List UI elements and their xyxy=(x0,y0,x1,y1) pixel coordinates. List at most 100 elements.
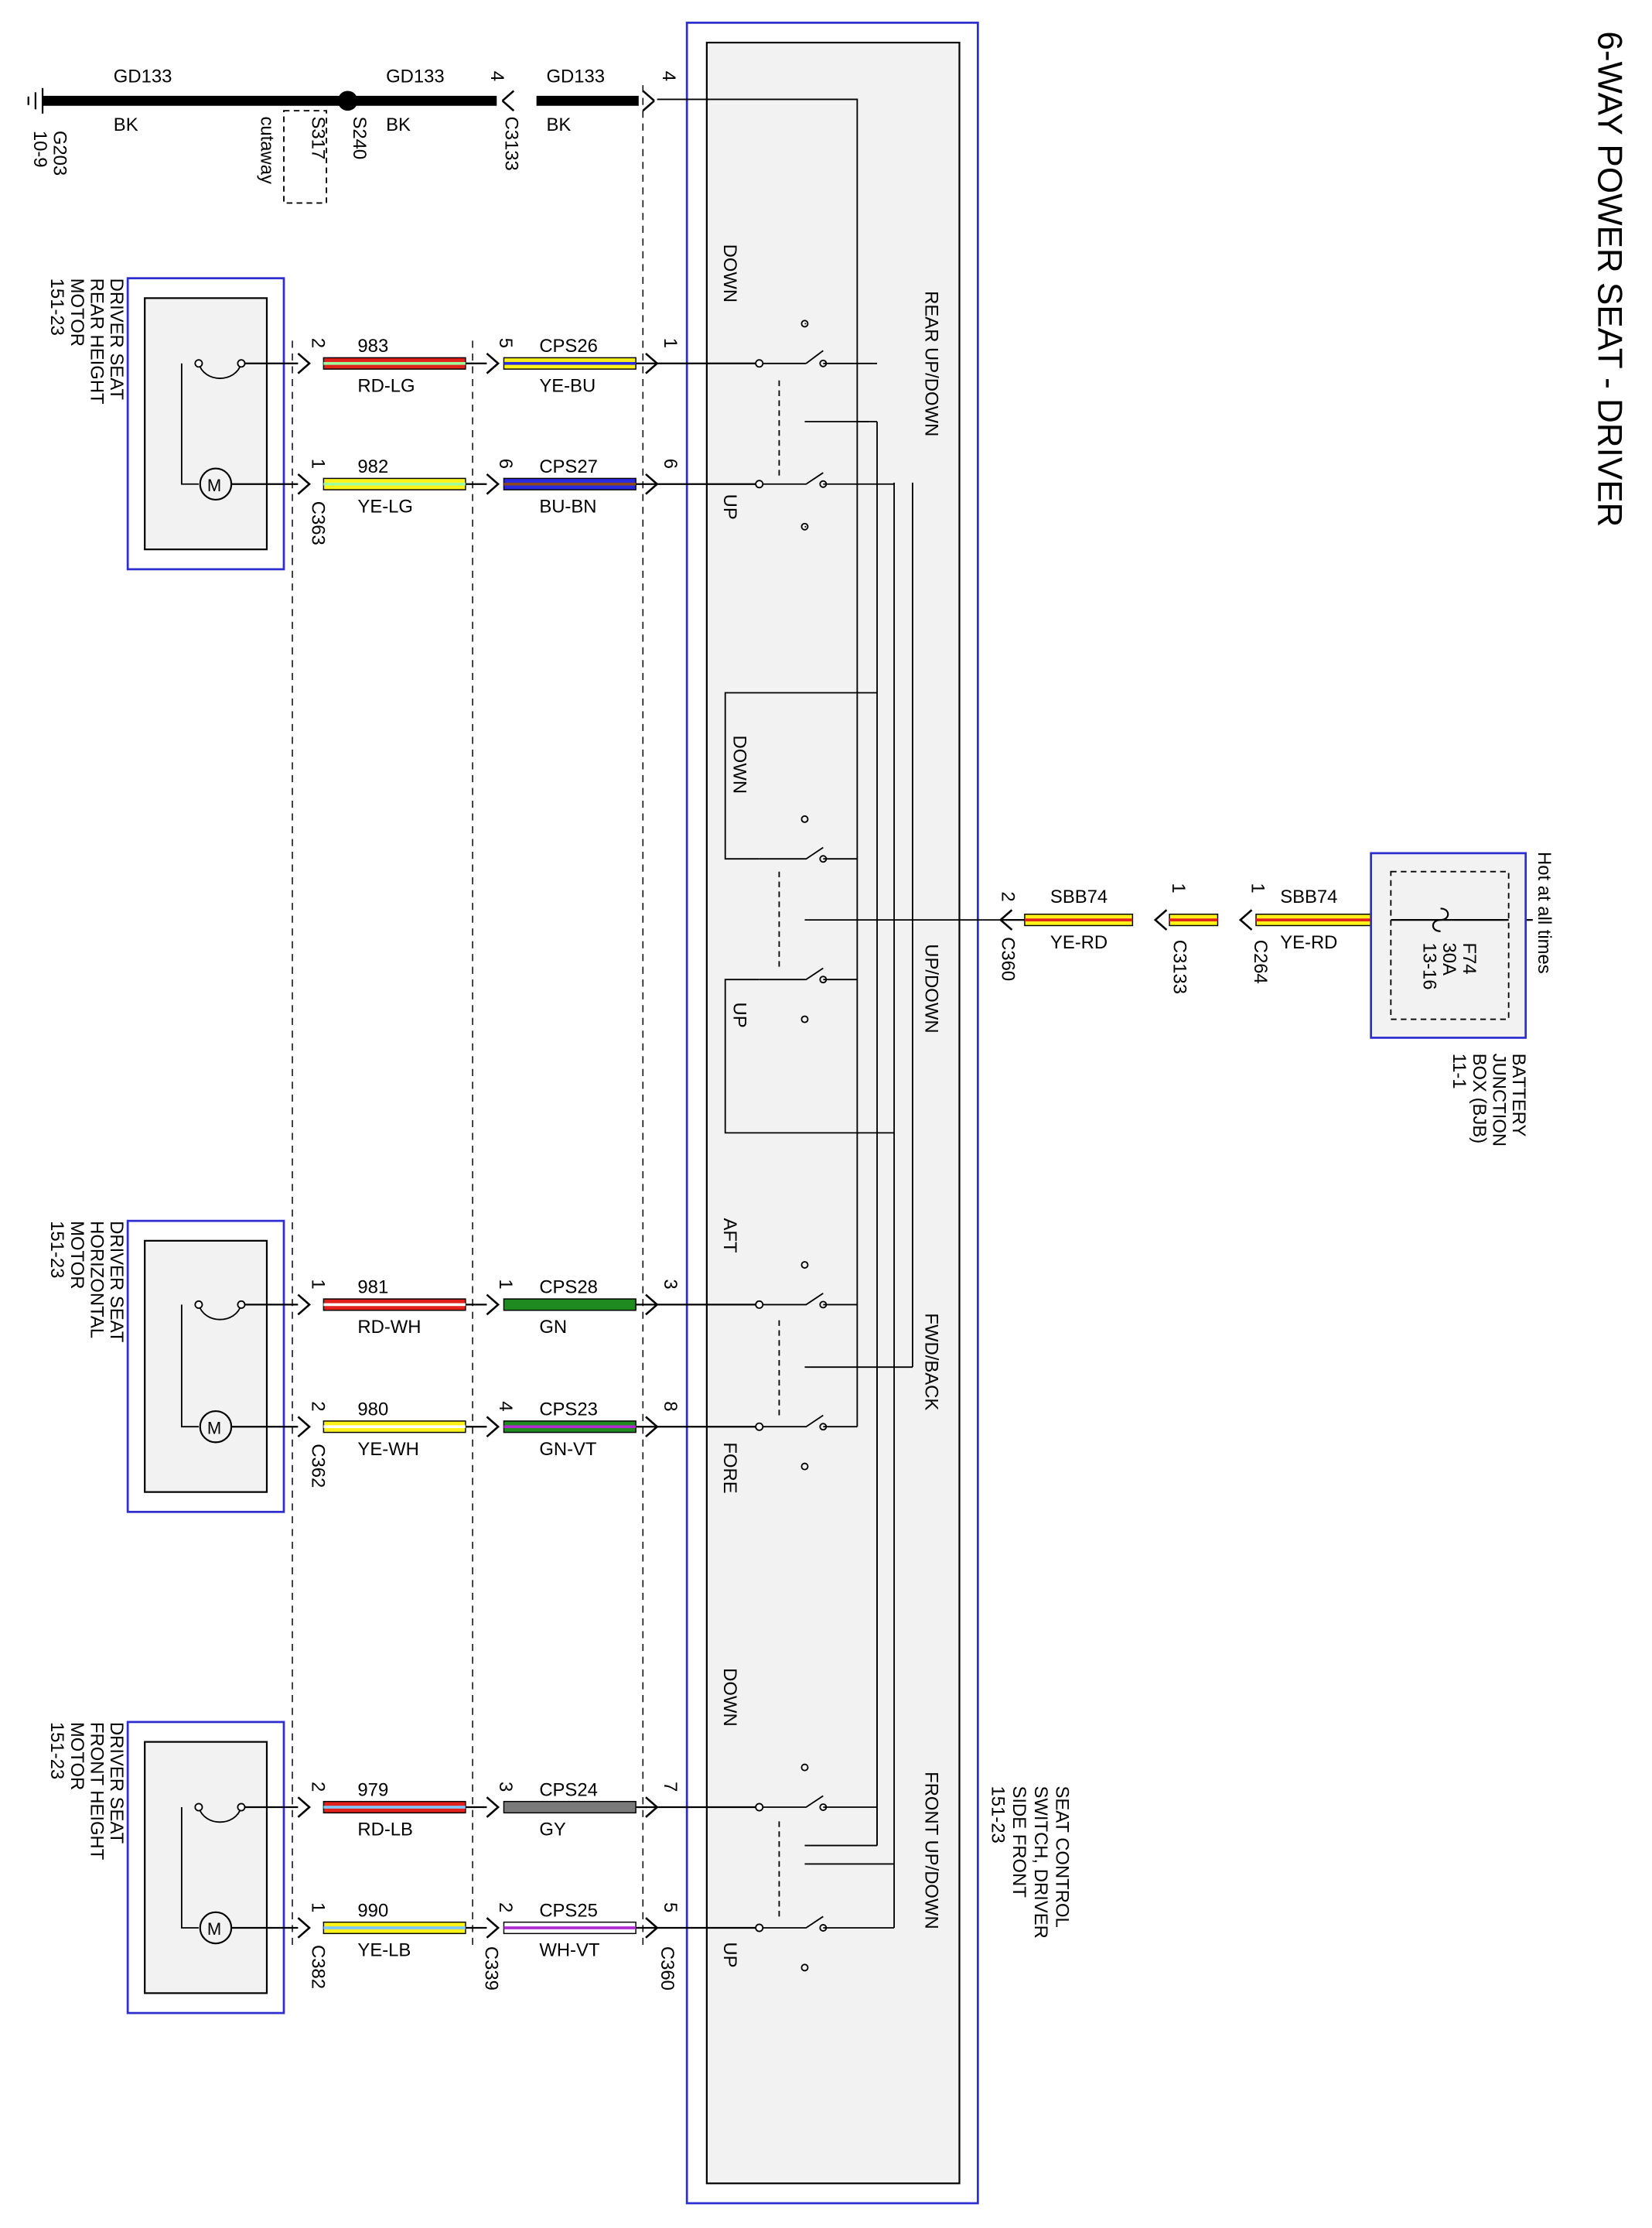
inline-pin-arrow xyxy=(486,352,500,374)
module-label-line3: SIDE FRONT xyxy=(1009,1785,1029,1898)
label-mid-down: DOWN xyxy=(729,736,750,794)
ground-ref: G203 xyxy=(49,131,70,176)
motor-body xyxy=(144,297,268,551)
motor-outer-border xyxy=(126,277,285,571)
ground-wire-2: GD133 xyxy=(386,66,445,87)
motor-label-line3: MOTOR xyxy=(67,278,87,347)
updown-internal-box xyxy=(724,692,859,1134)
motor-icon: M xyxy=(180,359,299,501)
module-page-ref: 151-23 xyxy=(988,1785,1009,1843)
motor-label-line2: REAR HEIGHT xyxy=(86,278,107,405)
motor-pin-number: 1 xyxy=(308,1902,329,1912)
ground-circuit: G203 10-9 S317 cutaway S240 GD133 BK GD1… xyxy=(27,66,679,204)
splice-s240: S240 xyxy=(349,116,370,159)
module-pin-arrow xyxy=(645,473,659,495)
module-pin-arrow xyxy=(645,1416,659,1438)
power-feed: 2 C360 SBB74 YE-RD 1 C3133 1 C264 SBB74 … xyxy=(998,852,1555,1146)
module-connector-c360-bottom: C360 xyxy=(657,1946,678,1991)
circuit-number: CPS23 xyxy=(539,1399,598,1420)
motor-pin-arrow xyxy=(297,352,311,374)
wire-number: 981 xyxy=(357,1277,388,1298)
motor-pin-number: 2 xyxy=(308,1401,329,1411)
circuit-number: CPS24 xyxy=(539,1779,598,1800)
motor-icon: M xyxy=(180,1803,299,1945)
circuit-number: CPS25 xyxy=(539,1900,598,1921)
inline-pin-number: 4 xyxy=(495,1401,516,1411)
label-aft: AFT xyxy=(719,1218,740,1252)
power-wire-2: SBB74 xyxy=(1280,887,1337,907)
power-wire-1-color: YE-RD xyxy=(1050,932,1108,953)
wire-color: RD-LG xyxy=(357,375,415,396)
ground-wire-1: GD133 xyxy=(114,66,172,87)
wire-segment-motor xyxy=(323,1420,466,1434)
circuit-color: BU-BN xyxy=(539,496,596,517)
diagram-title: 6-WAY POWER SEAT - DRIVER xyxy=(1590,31,1628,527)
motor-connector: C382 xyxy=(308,1945,329,1989)
wire-color: RD-LB xyxy=(357,1820,413,1840)
wire-number: 983 xyxy=(357,336,388,357)
svg-text:M: M xyxy=(207,476,221,495)
bjb-label-line2: JUNCTION xyxy=(1488,1054,1509,1147)
bjb-outer-box xyxy=(1370,852,1527,1039)
motor-body xyxy=(144,1239,268,1493)
wire-segment-motor xyxy=(323,1800,466,1814)
inline-pin-arrow xyxy=(486,1293,500,1316)
c3133-power-pin: 1 xyxy=(1168,883,1189,893)
inline-pin-arrow xyxy=(486,1917,500,1939)
wire-segment-motor xyxy=(323,477,466,490)
wire-segment-circuit xyxy=(503,1420,637,1434)
ground-wire-1-color: BK xyxy=(114,114,138,135)
fuse-name: F74 xyxy=(1459,942,1480,974)
module-pin-number: 3 xyxy=(660,1279,681,1289)
motor-body xyxy=(144,1741,268,1994)
motor-label-line3: MOTOR xyxy=(67,1722,87,1790)
motor-label-line2: HORIZONTAL xyxy=(86,1221,107,1338)
wire-color: YE-LB xyxy=(357,1940,411,1961)
label-rear-down: DOWN xyxy=(719,244,740,303)
inline-pin-arrow xyxy=(486,473,500,495)
module-label-line2: SWITCH, DRIVER xyxy=(1030,1785,1051,1938)
inline-pin-arrow xyxy=(486,1796,500,1818)
inline-pin-number: 2 xyxy=(495,1902,516,1912)
motor-outer-border xyxy=(126,1219,285,1513)
bjb-label-line3: BOX (BJB) xyxy=(1469,1054,1490,1144)
svg-text:M: M xyxy=(207,1418,221,1437)
motor-label-line1: DRIVER SEAT xyxy=(106,1722,127,1844)
circuit-color: GN-VT xyxy=(539,1439,597,1460)
wire-segment-circuit xyxy=(503,1298,637,1311)
splice-s317: S317 xyxy=(308,116,329,159)
circuit-color: WH-VT xyxy=(539,1940,600,1961)
ground-c3133-pin: 4 xyxy=(486,71,507,81)
module-pin-arrow xyxy=(645,1917,659,1939)
ground-c3133: C3133 xyxy=(500,116,521,170)
splice-dot xyxy=(337,91,358,111)
wire-segment-motor xyxy=(323,1921,466,1935)
motor-connector: C362 xyxy=(308,1444,329,1488)
motor-pin-arrow xyxy=(297,1293,311,1316)
c360-power-label: C360 xyxy=(998,937,1019,981)
motor-pin-arrow xyxy=(297,1917,311,1939)
inline-pin-number: 6 xyxy=(495,459,516,469)
module-pin-number: 1 xyxy=(660,338,681,348)
wire-color: RD-WH xyxy=(357,1317,421,1338)
fuse-dashed-box xyxy=(1390,870,1510,1020)
motor-pin-number: 1 xyxy=(308,1279,329,1289)
power-wire-2-color: YE-RD xyxy=(1280,932,1337,953)
wire-number: 980 xyxy=(357,1399,388,1420)
label-fore: FORE xyxy=(719,1442,740,1493)
ground-wire-3: GD133 xyxy=(546,66,605,87)
circuit-color: GN xyxy=(539,1317,567,1338)
motor-label-line2: FRONT HEIGHT xyxy=(86,1722,107,1861)
inline-pin-arrow xyxy=(486,1416,500,1438)
fuse-rating: 30A xyxy=(1439,942,1459,976)
switch-contacts xyxy=(759,320,895,1972)
circuit-color: GY xyxy=(539,1820,566,1840)
hot-at-all-times: Hot at all times xyxy=(1534,852,1555,974)
